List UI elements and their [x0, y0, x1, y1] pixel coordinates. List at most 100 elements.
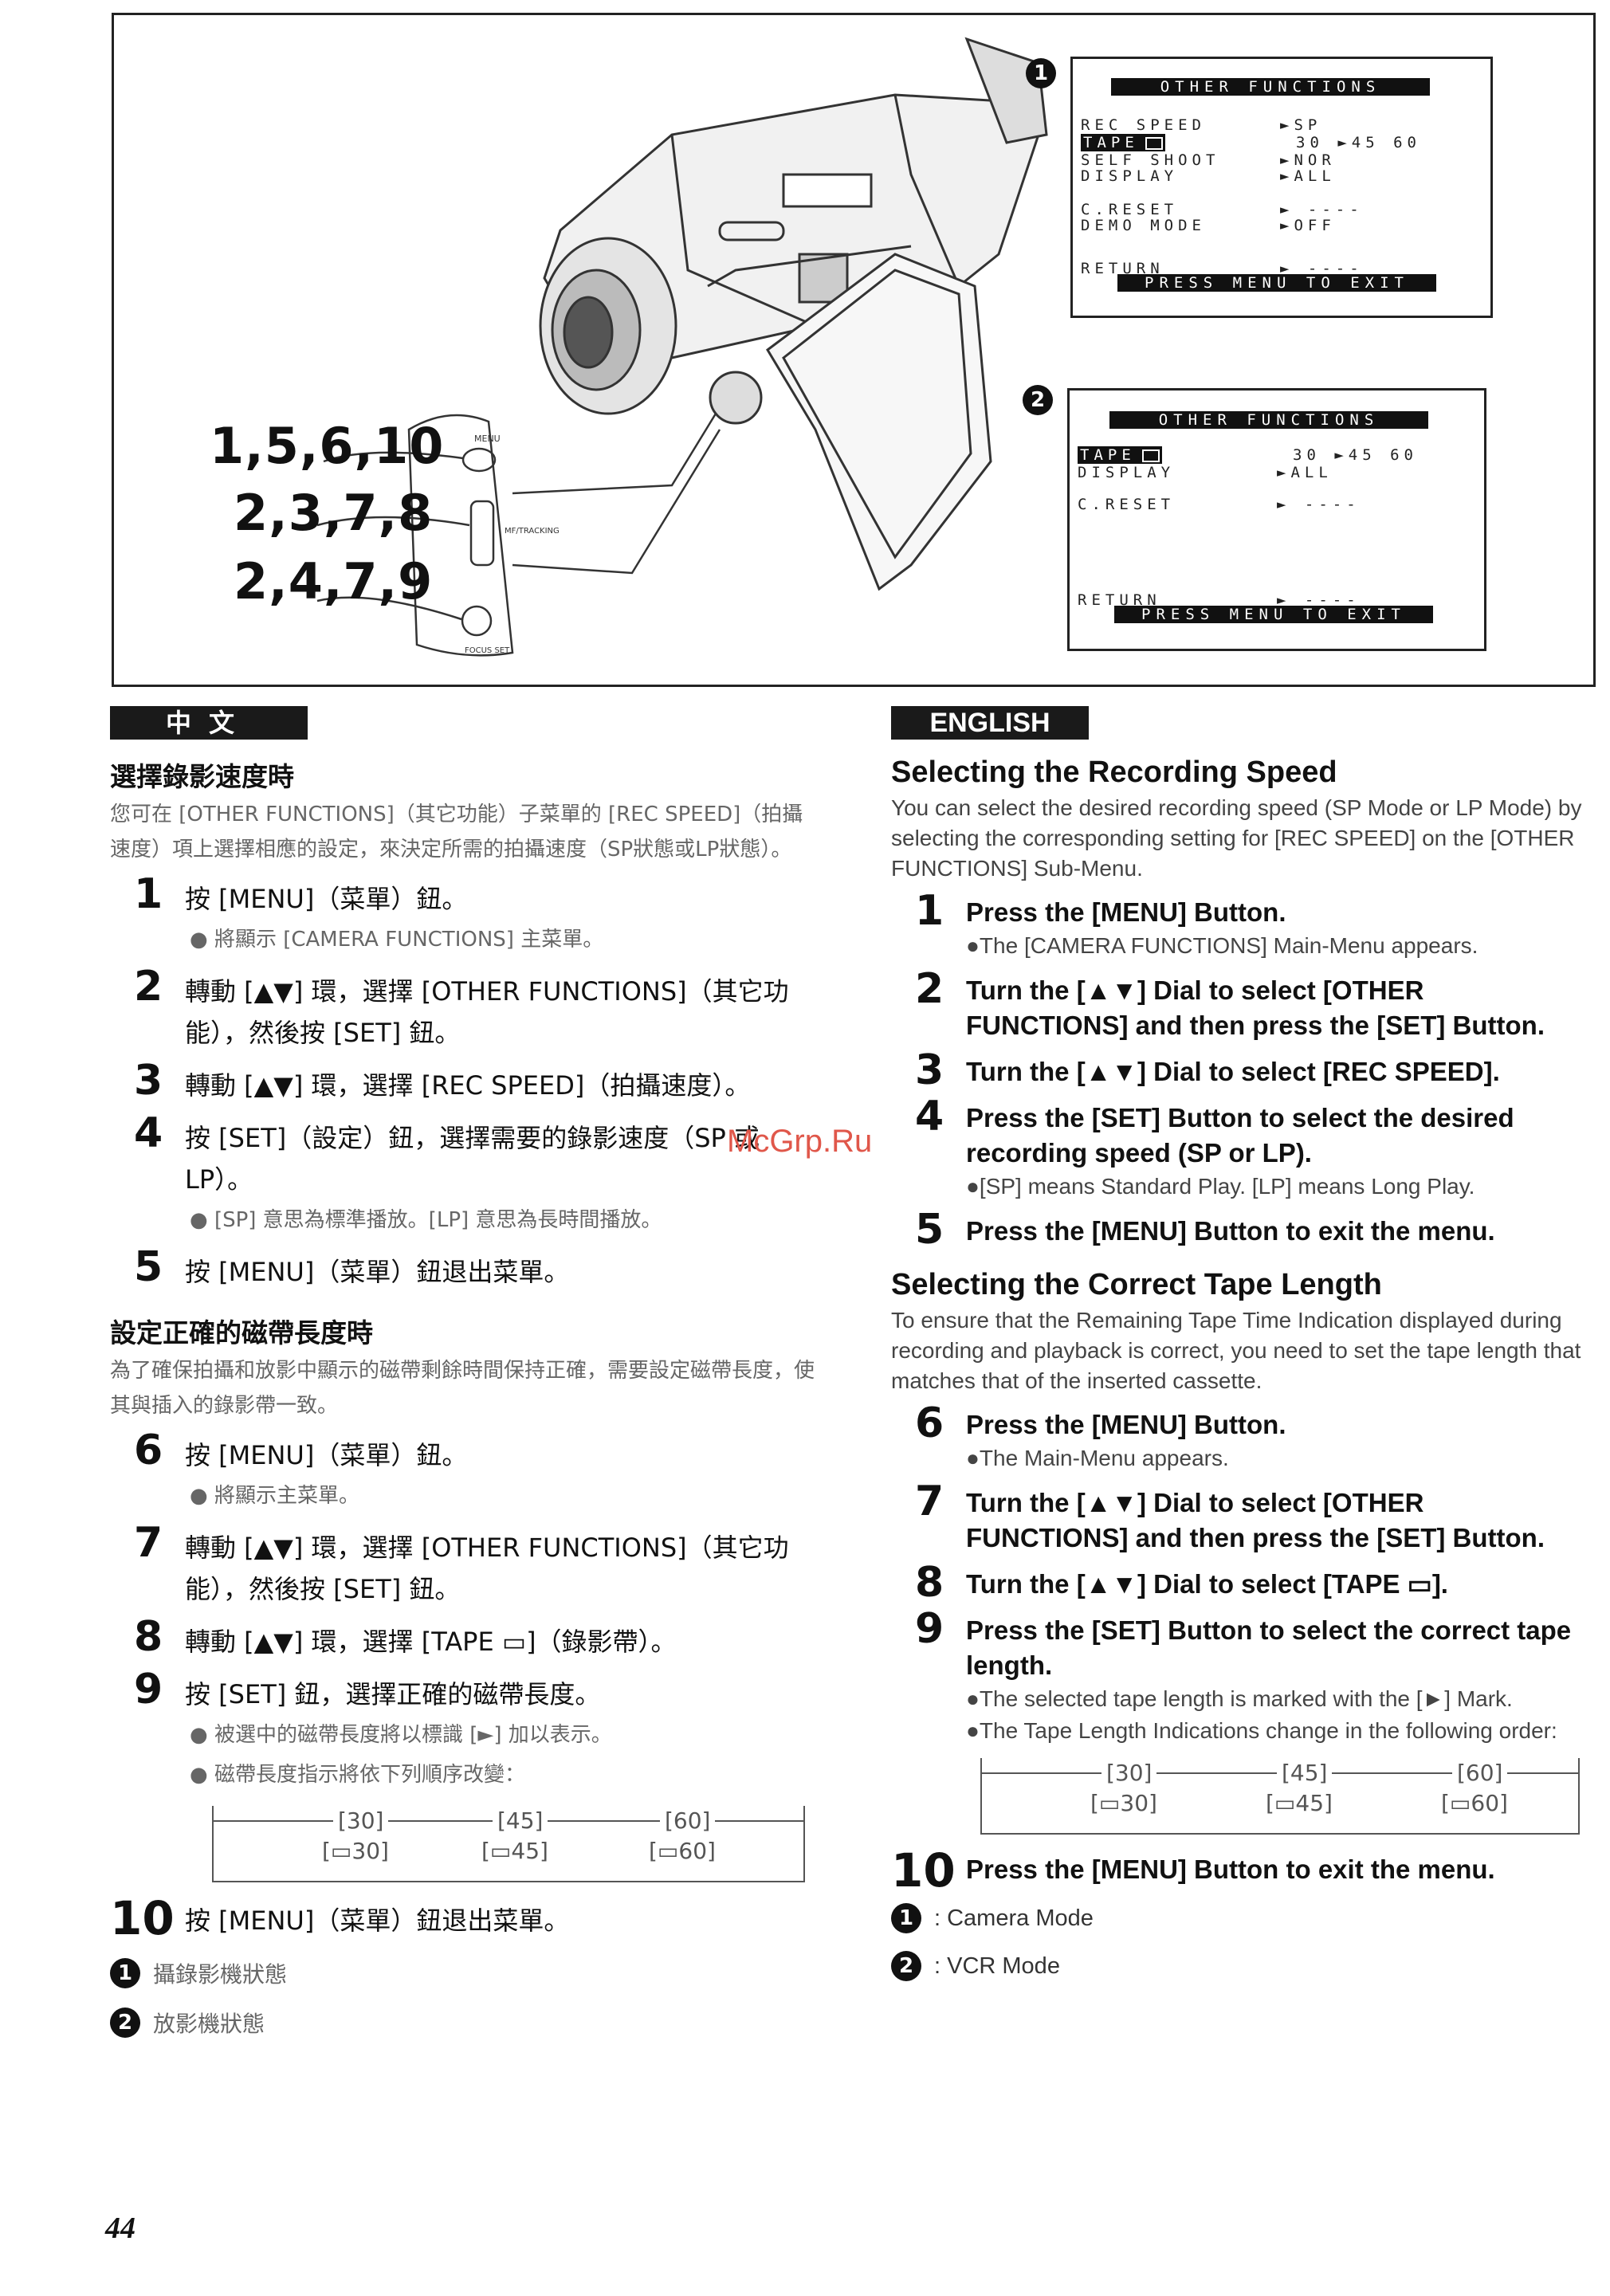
step-note: ● [SP] 意思為標準播放。[LP] 意思為長時間播放。 — [190, 1208, 662, 1232]
camcorder-illustration: MENU MF/TRACKING FOCUS SET — [316, 37, 1048, 657]
osd2-row-label: RETURN — [1078, 591, 1161, 609]
step-text: 按 [MENU]（菜單）鈕。 — [185, 1440, 468, 1470]
step-text: Press the [MENU] Button. — [966, 1410, 1286, 1439]
section-intro: 您可在 [OTHER FUNCTIONS]（其它功能）子菜單的 [REC SPE… — [110, 803, 803, 861]
step-text: Turn the [▲▼] Dial to select [OTHER FUNC… — [966, 1488, 1545, 1552]
osd1-row-value: ►ALL — [1280, 167, 1336, 185]
menu-control-label: MENU — [474, 434, 501, 444]
step-note: ● 將顯示 [CAMERA FUNCTIONS] 主菜單。 — [190, 928, 604, 952]
step-note: ●The Main-Menu appears. — [966, 1446, 1229, 1470]
osd2-row-value: ► ---- — [1277, 591, 1361, 609]
step-text: 按 [SET]（設定）鈕，選擇需要的錄影速度（SP 或 LP）。 — [185, 1123, 760, 1195]
osd1-row-value: ►OFF — [1280, 217, 1336, 234]
osd2-marker: 2 — [1023, 385, 1053, 415]
step-text: Turn the [▲▼] Dial to select [TAPE ▭]. — [966, 1569, 1448, 1599]
section-intro: You can select the desired recording spe… — [891, 795, 1582, 881]
step-note: ●The selected tape length is marked with… — [966, 1686, 1513, 1711]
osd1-title: OTHER FUNCTIONS — [1111, 78, 1430, 96]
section-title-tape-length: Selecting the Correct Tape Length — [891, 1268, 1382, 1301]
legend-vcr-mode: 2: VCR Mode — [891, 1951, 1592, 1981]
step-text: 轉動 [▲▼] 環，選擇 [OTHER FUNCTIONS]（其它功能），然後按… — [185, 976, 789, 1048]
step-label-menu-button: 1,5,6,10 — [210, 417, 445, 475]
osd1-row-label: DISPLAY — [1081, 167, 1179, 185]
section-title-rec-speed: Selecting the Recording Speed — [891, 756, 1337, 789]
section-intro: 為了確保拍攝和放影中顯示的磁帶剩餘時間保持正確，需要設定磁帶長度，使其與插入的錄… — [110, 1359, 815, 1418]
osd2-row-value: ► ---- — [1277, 496, 1361, 513]
focus-set-control-label: FOCUS SET — [465, 646, 510, 655]
chinese-column: 中文 選擇錄影速度時 您可在 [OTHER FUNCTIONS]（其它功能）子菜… — [110, 706, 819, 2056]
osd2-title: OTHER FUNCTIONS — [1109, 411, 1428, 429]
step-label-dial: 2,3,7,8 — [234, 484, 434, 542]
step-text: 轉動 [▲▼] 環，選擇 [TAPE ▭]（錄影帶）。 — [185, 1627, 677, 1657]
section-intro: To ensure that the Remaining Tape Time I… — [891, 1308, 1581, 1393]
osd2-row-label: C.RESET — [1078, 496, 1176, 513]
watermark: McGrp.Ru — [727, 1124, 873, 1159]
step-note: ●The Tape Length Indications change in t… — [966, 1718, 1557, 1743]
legend-camera-mode: 1: Camera Mode — [891, 1903, 1592, 1933]
language-tab-chinese: 中文 — [110, 706, 308, 740]
osd2-row-label-selected: TAPE — [1078, 446, 1138, 464]
illustration-figure: MENU MF/TRACKING FOCUS SET 1,5,6,10 2,3,… — [112, 13, 1596, 687]
page-number: 44 — [105, 2212, 135, 2245]
osd1-row-value: ►SP — [1280, 116, 1322, 134]
step-text: Press the [SET] Button to select the cor… — [966, 1615, 1572, 1680]
tape-length-order-diagram: [30] [45] [60] [▭30] [▭45] [▭60] — [212, 1806, 805, 1882]
osd1-row-value: ► ---- — [1280, 260, 1364, 277]
section-title-rec-speed: 選擇錄影速度時 — [110, 761, 294, 792]
osd1-marker: 1 — [1026, 58, 1056, 88]
step-note: ● 將顯示主菜單。 — [190, 1484, 359, 1508]
tape-icon — [1141, 449, 1160, 462]
step-text: Turn the [▲▼] Dial to select [OTHER FUNC… — [966, 975, 1545, 1040]
step-text: 按 [MENU]（菜單）鈕。 — [185, 884, 468, 914]
step-label-set-button: 2,4,7,9 — [234, 552, 434, 610]
osd1-row-label: C.RESET — [1081, 201, 1179, 218]
osd2-row-label: DISPLAY — [1078, 464, 1176, 481]
step-text: 轉動 [▲▼] 環，選擇 [REC SPEED]（拍攝速度）。 — [185, 1070, 751, 1101]
step-note: ● 磁帶長度指示將依下列順序改變： — [190, 1763, 525, 1787]
step-text: 按 [MENU]（菜單）鈕退出菜單。 — [185, 1257, 570, 1287]
step-text: Press the [MENU] Button to exit the menu… — [966, 1216, 1495, 1246]
osd1-footer: PRESS MENU TO EXIT — [1117, 274, 1436, 292]
step-note: ●The [CAMERA FUNCTIONS] Main-Menu appear… — [966, 933, 1478, 958]
osd-camera-mode: OTHER FUNCTIONS REC SPEED ►SP TAPE 30 ►4… — [1070, 57, 1493, 318]
step-text: Press the [MENU] Button to exit the menu… — [966, 1854, 1495, 1884]
osd2-row-value: ►ALL — [1277, 464, 1333, 481]
osd1-row-value: 30 ►45 60 — [1296, 134, 1421, 151]
language-tab-english: ENGLISH — [891, 706, 1089, 740]
step-text: Press the [SET] Button to select the des… — [966, 1103, 1514, 1168]
osd1-row-label: DEMO MODE — [1081, 217, 1206, 234]
english-column: ENGLISH Selecting the Recording Speed Yo… — [891, 706, 1592, 1999]
osd2-row-value: 30 ►45 60 — [1293, 446, 1418, 464]
tracking-control-label: MF/TRACKING — [505, 527, 560, 536]
step-note: ● 被選中的磁帶長度將以標識 [►] 加以表示。 — [190, 1723, 612, 1747]
tape-length-order-diagram: [30] [45] [60] [▭30] [▭45] [▭60] — [980, 1758, 1580, 1835]
osd2-footer: PRESS MENU TO EXIT — [1114, 606, 1433, 623]
osd1-row-label: SELF SHOOT — [1081, 151, 1220, 169]
osd1-row-value: ► ---- — [1280, 201, 1364, 218]
section-title-tape-length: 設定正確的磁帶長度時 — [110, 1317, 373, 1348]
step-text: 按 [MENU]（菜單）鈕退出菜單。 — [185, 1905, 570, 1936]
step-text: 按 [SET] 鈕，選擇正確的磁帶長度。 — [185, 1679, 601, 1709]
osd-vcr-mode: OTHER FUNCTIONS TAPE 30 ►45 60 DISPLAY ►… — [1067, 388, 1486, 651]
